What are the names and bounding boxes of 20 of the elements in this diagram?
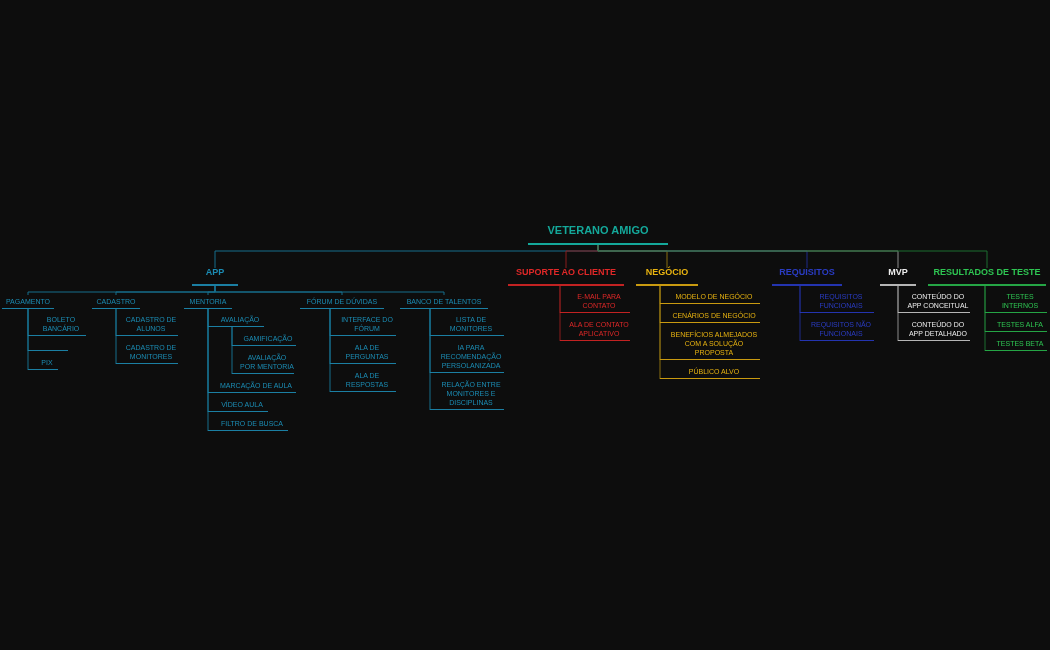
connector-line [429,308,431,411]
connector-line [559,285,561,342]
branch-topic: MVP [880,268,916,286]
branch-topic: SUPORTE AO CLIENTE [508,268,624,286]
branch-topic: REQUISITOS [772,268,842,286]
branch-topic: RESULTADOS DE TESTE [928,268,1046,286]
connector-line [329,308,331,393]
connector-line [115,308,117,365]
connector-line [799,285,801,342]
connector-line [984,285,986,352]
branch-topic: APP [192,268,238,286]
connector-line [207,308,209,432]
connector-line [659,285,661,380]
connector-line [27,308,29,371]
connector-line [214,285,445,296]
connector-line [897,285,899,342]
connector-line [597,244,988,269]
root-topic: VETERANO AMIGO [528,221,668,245]
connector-line [231,326,233,375]
branch-topic: NEGÓCIO [636,268,698,286]
